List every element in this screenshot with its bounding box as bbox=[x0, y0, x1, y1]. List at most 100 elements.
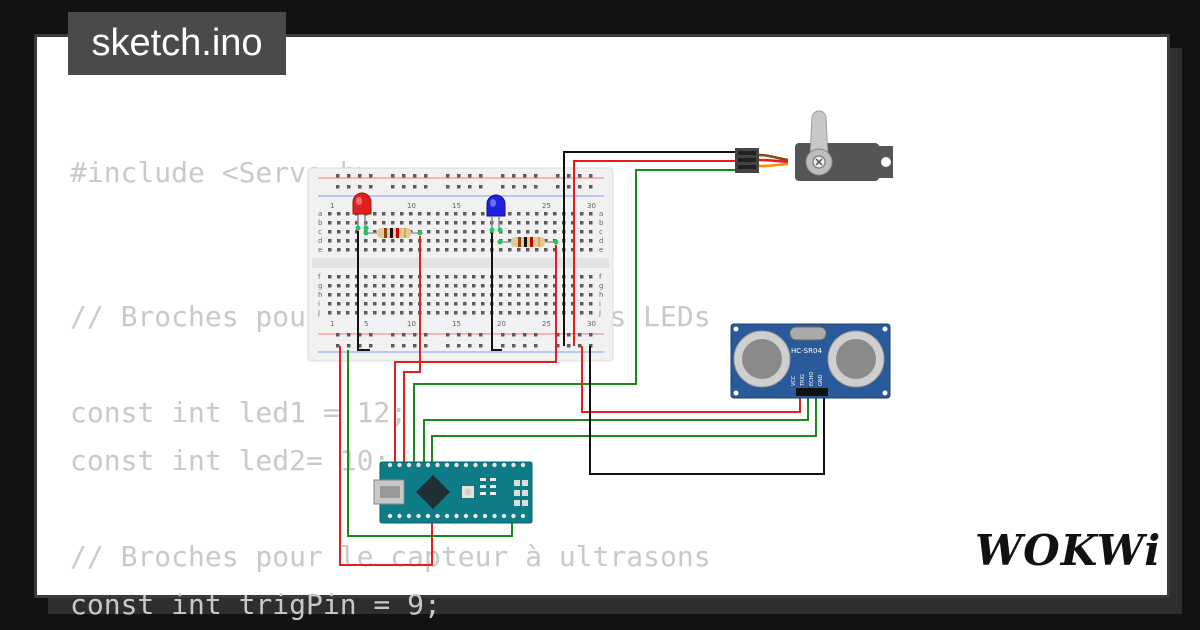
breadboard-hole[interactable] bbox=[347, 344, 351, 348]
breadboard-hole[interactable] bbox=[427, 275, 431, 279]
breadboard-hole[interactable] bbox=[517, 212, 521, 216]
breadboard-hole[interactable] bbox=[413, 174, 417, 178]
breadboard-hole[interactable] bbox=[424, 333, 428, 337]
breadboard-hole[interactable] bbox=[391, 275, 395, 279]
breadboard-hole[interactable] bbox=[523, 333, 527, 337]
breadboard-hole[interactable] bbox=[508, 284, 512, 288]
breadboard-hole[interactable] bbox=[472, 302, 476, 306]
wire-servo-gnd[interactable] bbox=[563, 151, 735, 346]
breadboard-hole[interactable] bbox=[358, 344, 362, 348]
breadboard-hole[interactable] bbox=[391, 221, 395, 225]
nano-pin[interactable] bbox=[444, 462, 450, 468]
led-red[interactable] bbox=[352, 192, 372, 231]
breadboard-hole[interactable] bbox=[424, 174, 428, 178]
breadboard-hole[interactable] bbox=[337, 239, 341, 243]
breadboard-hole[interactable] bbox=[409, 302, 413, 306]
wire-d12[interactable] bbox=[394, 350, 557, 467]
breadboard-hole[interactable] bbox=[436, 284, 440, 288]
breadboard-hole[interactable] bbox=[499, 311, 503, 315]
breadboard-hole[interactable] bbox=[534, 333, 538, 337]
breadboard-hole[interactable] bbox=[454, 311, 458, 315]
breadboard-hole[interactable] bbox=[481, 212, 485, 216]
breadboard-hole[interactable] bbox=[526, 275, 530, 279]
wire-servo-vcc[interactable] bbox=[573, 160, 735, 346]
breadboard-hole[interactable] bbox=[400, 311, 404, 315]
breadboard-hole[interactable] bbox=[553, 302, 557, 306]
breadboard-hole[interactable] bbox=[463, 230, 467, 234]
breadboard-hole[interactable] bbox=[355, 221, 359, 225]
breadboard-hole[interactable] bbox=[337, 248, 341, 252]
breadboard-hole[interactable] bbox=[463, 275, 467, 279]
breadboard-hole[interactable] bbox=[589, 239, 593, 243]
breadboard-hole[interactable] bbox=[402, 344, 406, 348]
breadboard-hole[interactable] bbox=[400, 275, 404, 279]
nano-pin[interactable] bbox=[501, 513, 507, 519]
breadboard-hole[interactable] bbox=[373, 302, 377, 306]
breadboard-hole[interactable] bbox=[589, 293, 593, 297]
breadboard-hole[interactable] bbox=[508, 212, 512, 216]
breadboard-hole[interactable] bbox=[454, 221, 458, 225]
breadboard-hole[interactable] bbox=[337, 275, 341, 279]
breadboard-hole[interactable] bbox=[328, 221, 332, 225]
breadboard-hole[interactable] bbox=[427, 302, 431, 306]
breadboard-hole[interactable] bbox=[535, 284, 539, 288]
breadboard-hole[interactable] bbox=[580, 248, 584, 252]
breadboard-hole[interactable] bbox=[391, 239, 395, 243]
breadboard-hole[interactable] bbox=[400, 293, 404, 297]
breadboard-hole[interactable] bbox=[454, 284, 458, 288]
breadboard-hole[interactable] bbox=[402, 174, 406, 178]
breadboard-hole[interactable] bbox=[535, 275, 539, 279]
nano-pin[interactable] bbox=[463, 513, 469, 519]
breadboard-hole[interactable] bbox=[391, 284, 395, 288]
resistor-1[interactable] bbox=[363, 228, 423, 238]
breadboard-hole[interactable] bbox=[567, 174, 571, 178]
servo-motor[interactable] bbox=[735, 110, 893, 181]
nano-pin[interactable] bbox=[425, 513, 431, 519]
breadboard-hole[interactable] bbox=[535, 311, 539, 315]
breadboard-hole[interactable] bbox=[336, 344, 340, 348]
breadboard-hole[interactable] bbox=[463, 311, 467, 315]
wire-led2-gnd[interactable] bbox=[491, 233, 502, 351]
breadboard-hole[interactable] bbox=[346, 239, 350, 243]
breadboard-hole[interactable] bbox=[463, 302, 467, 306]
breadboard-hole[interactable] bbox=[355, 230, 359, 234]
breadboard-hole[interactable] bbox=[553, 212, 557, 216]
breadboard-hole[interactable] bbox=[457, 333, 461, 337]
breadboard-hole[interactable] bbox=[544, 239, 548, 243]
nano-pin[interactable] bbox=[435, 513, 440, 519]
breadboard-hole[interactable] bbox=[445, 311, 449, 315]
breadboard-hole[interactable] bbox=[589, 174, 593, 178]
breadboard-hole[interactable] bbox=[463, 221, 467, 225]
breadboard-hole[interactable] bbox=[589, 275, 593, 279]
breadboard-hole[interactable] bbox=[391, 248, 395, 252]
breadboard-hole[interactable] bbox=[436, 239, 440, 243]
breadboard-hole[interactable] bbox=[499, 248, 503, 252]
breadboard-hole[interactable] bbox=[589, 221, 593, 225]
breadboard-hole[interactable] bbox=[355, 311, 359, 315]
breadboard-hole[interactable] bbox=[544, 230, 548, 234]
breadboard-hole[interactable] bbox=[523, 174, 527, 178]
breadboard-hole[interactable] bbox=[358, 333, 362, 337]
breadboard-hole[interactable] bbox=[468, 185, 472, 189]
breadboard-hole[interactable] bbox=[580, 293, 584, 297]
breadboard-hole[interactable] bbox=[424, 344, 428, 348]
breadboard-hole[interactable] bbox=[508, 275, 512, 279]
breadboard-hole[interactable] bbox=[337, 230, 341, 234]
breadboard-hole[interactable] bbox=[571, 311, 575, 315]
breadboard-hole[interactable] bbox=[457, 185, 461, 189]
breadboard-hole[interactable] bbox=[544, 221, 548, 225]
breadboard-hole[interactable] bbox=[346, 311, 350, 315]
wire-gnd[interactable] bbox=[347, 350, 513, 537]
breadboard-hole[interactable] bbox=[535, 212, 539, 216]
breadboard-hole[interactable] bbox=[578, 344, 582, 348]
breadboard-hole[interactable] bbox=[413, 185, 417, 189]
breadboard-hole[interactable] bbox=[337, 212, 341, 216]
breadboard-hole[interactable] bbox=[535, 248, 539, 252]
breadboard-hole[interactable] bbox=[526, 212, 530, 216]
breadboard-hole[interactable] bbox=[369, 174, 373, 178]
breadboard-hole[interactable] bbox=[409, 284, 413, 288]
wire-trig[interactable] bbox=[423, 395, 809, 467]
breadboard-hole[interactable] bbox=[436, 293, 440, 297]
breadboard-hole[interactable] bbox=[446, 185, 450, 189]
breadboard-hole[interactable] bbox=[472, 221, 476, 225]
